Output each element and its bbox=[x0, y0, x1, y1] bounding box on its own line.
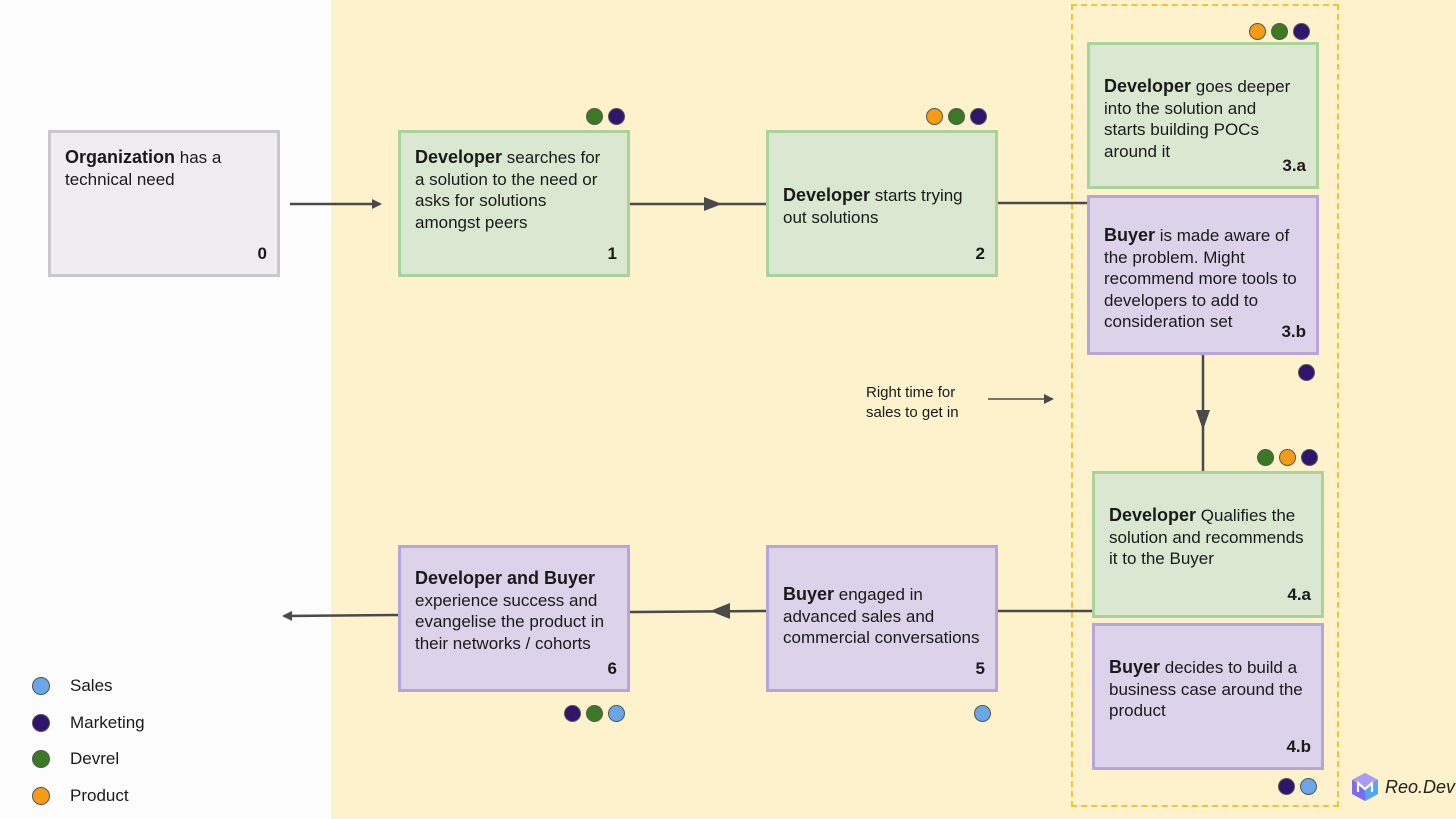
step-1-actor: Developer bbox=[415, 147, 503, 167]
devrel-dot bbox=[586, 705, 603, 722]
step-4a-number: 4.a bbox=[1287, 584, 1311, 604]
sales-dot bbox=[608, 705, 625, 722]
note-line-2: sales to get in bbox=[866, 403, 959, 421]
step-6-actor: Developer and Buyer bbox=[415, 568, 596, 588]
step-3b-dots bbox=[1298, 364, 1315, 381]
step-1-dots bbox=[586, 108, 625, 125]
legend-item-product: Product bbox=[32, 778, 145, 815]
product-dot bbox=[32, 786, 50, 805]
step-4b-actor: Buyer bbox=[1109, 657, 1161, 677]
arrowhead-3b-to-4a bbox=[1196, 410, 1210, 430]
step-4b-dots bbox=[1278, 778, 1317, 795]
step-4a-actor: Developer bbox=[1109, 505, 1197, 525]
brand-name: Reo.Dev bbox=[1385, 776, 1456, 797]
marketing-dot bbox=[32, 713, 50, 732]
marketing-dot bbox=[1301, 449, 1318, 466]
step-6-text: experience success and evangelise the pr… bbox=[415, 590, 605, 653]
product-dot bbox=[1279, 449, 1296, 466]
step-0-number: 0 bbox=[257, 243, 267, 263]
legend-item-devrel: Devrel bbox=[32, 741, 145, 778]
legend: Sales Marketing Devrel Product bbox=[32, 668, 145, 814]
marketing-dot bbox=[564, 705, 581, 722]
brand-watermark: Reo.Dev bbox=[1350, 772, 1455, 802]
sales-dot bbox=[1300, 778, 1317, 795]
step-6-dots bbox=[564, 705, 625, 722]
step-2-number: 2 bbox=[975, 243, 985, 263]
step-5-actor: Buyer bbox=[783, 584, 835, 604]
step-0-text: has a technical need bbox=[65, 148, 222, 189]
step-3b-number: 3.b bbox=[1281, 321, 1306, 341]
step-1-box: Developer searches for a solution to the… bbox=[398, 130, 630, 277]
devrel-dot bbox=[586, 108, 603, 125]
step-3b-actor: Buyer bbox=[1104, 225, 1156, 245]
arrow-6-out bbox=[282, 610, 399, 621]
marketing-dot bbox=[1293, 23, 1310, 40]
step-4b-number: 4.b bbox=[1286, 736, 1311, 756]
line-5-to-6 bbox=[629, 609, 768, 614]
legend-label: Product bbox=[70, 785, 129, 805]
marketing-dot bbox=[1278, 778, 1295, 795]
devrel-dot bbox=[948, 108, 965, 125]
step-6-number: 6 bbox=[607, 658, 617, 678]
step-3a-actor: Developer bbox=[1104, 76, 1192, 96]
arrowhead-1-to-2 bbox=[704, 197, 722, 211]
sales-timing-note: Right time for sales to get in bbox=[866, 383, 959, 422]
step-0-actor: Organization bbox=[65, 147, 176, 167]
step-2-box: Developer starts trying out solutions 2 bbox=[766, 130, 998, 277]
marketing-dot bbox=[970, 108, 987, 125]
step-1-text: searches for a solution to the need or a… bbox=[415, 148, 601, 232]
step-3b-box: Buyer is made aware of the problem. Migh… bbox=[1087, 195, 1319, 355]
step-2-text: starts trying out solutions bbox=[783, 186, 963, 227]
product-dot bbox=[926, 108, 943, 125]
legend-item-marketing: Marketing bbox=[32, 705, 145, 742]
step-3a-dots bbox=[1249, 23, 1310, 40]
step-1-number: 1 bbox=[607, 243, 617, 263]
step-4a-box: Developer Qualifies the solution and rec… bbox=[1092, 471, 1324, 618]
step-4b-box: Buyer decides to build a business case a… bbox=[1092, 623, 1324, 770]
legend-label: Marketing bbox=[70, 712, 145, 732]
step-3a-number: 3.a bbox=[1282, 155, 1306, 175]
legend-item-sales: Sales bbox=[32, 668, 145, 705]
marketing-dot bbox=[608, 108, 625, 125]
marketing-dot bbox=[1298, 364, 1315, 381]
step-2-actor: Developer bbox=[783, 185, 871, 205]
product-dot bbox=[1249, 23, 1266, 40]
step-5-number: 5 bbox=[975, 658, 985, 678]
step-3a-box: Developer goes deeper into the solution … bbox=[1087, 42, 1319, 189]
sales-dot bbox=[32, 677, 50, 696]
step-5-dots bbox=[974, 705, 991, 722]
devrel-dot bbox=[32, 750, 50, 769]
note-line-1: Right time for bbox=[866, 384, 956, 401]
reo-dev-logo-icon bbox=[1352, 773, 1378, 801]
legend-label: Devrel bbox=[70, 749, 120, 769]
legend-label: Sales bbox=[70, 676, 113, 696]
step-4a-dots bbox=[1257, 449, 1318, 466]
step-3a-text: goes deeper into the solution and starts… bbox=[1104, 77, 1291, 161]
step-4b-text: decides to build a business case around … bbox=[1109, 658, 1303, 720]
arrowhead-5-to-6 bbox=[710, 603, 730, 619]
step-5-box: Buyer engaged in advanced sales and comm… bbox=[766, 545, 998, 692]
step-2-dots bbox=[926, 108, 987, 125]
devrel-dot bbox=[1271, 23, 1288, 40]
sales-window-dashed-frame bbox=[1071, 4, 1339, 807]
devrel-dot bbox=[1257, 449, 1274, 466]
sales-dot bbox=[974, 705, 991, 722]
step-3b-text: is made aware of the problem. Might reco… bbox=[1104, 226, 1297, 331]
step-5-text: engaged in advanced sales and commercial… bbox=[783, 585, 980, 647]
step-4a-text: Qualifies the solution and recommends it… bbox=[1109, 506, 1304, 568]
step-0-box: Organization has a technical need 0 bbox=[48, 130, 280, 277]
